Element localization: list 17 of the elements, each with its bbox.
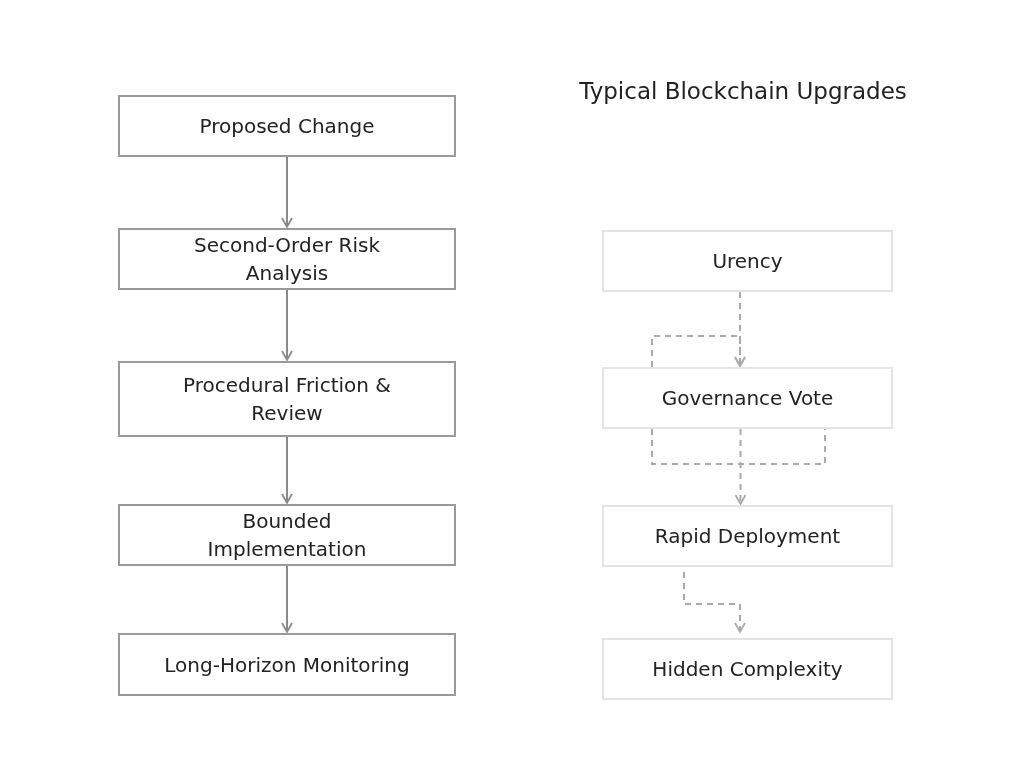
process-box: Long-Horizon Monitoring: [118, 633, 456, 696]
process-box: Procedural Friction & Review: [118, 361, 456, 437]
process-box: Rapid Deployment: [602, 505, 893, 567]
arrow: [281, 565, 293, 633]
dashed-arrow: [651, 335, 746, 368]
process-box: Governance Vote: [602, 367, 893, 429]
dashed-arrow: [734, 428, 747, 505]
diagram-title: Typical Blockchain Upgrades: [578, 78, 908, 104]
process-box: Proposed Change: [118, 95, 456, 157]
arrow: [281, 436, 293, 504]
arrow: [281, 289, 293, 361]
process-box: Hidden Complexity: [602, 638, 893, 700]
process-box: Second-Order Risk Analysis: [118, 228, 456, 290]
dashed-arrow: [683, 571, 746, 633]
process-box: Bounded Implementation: [118, 504, 456, 566]
arrow: [281, 156, 293, 228]
process-box: Urency: [602, 230, 893, 292]
